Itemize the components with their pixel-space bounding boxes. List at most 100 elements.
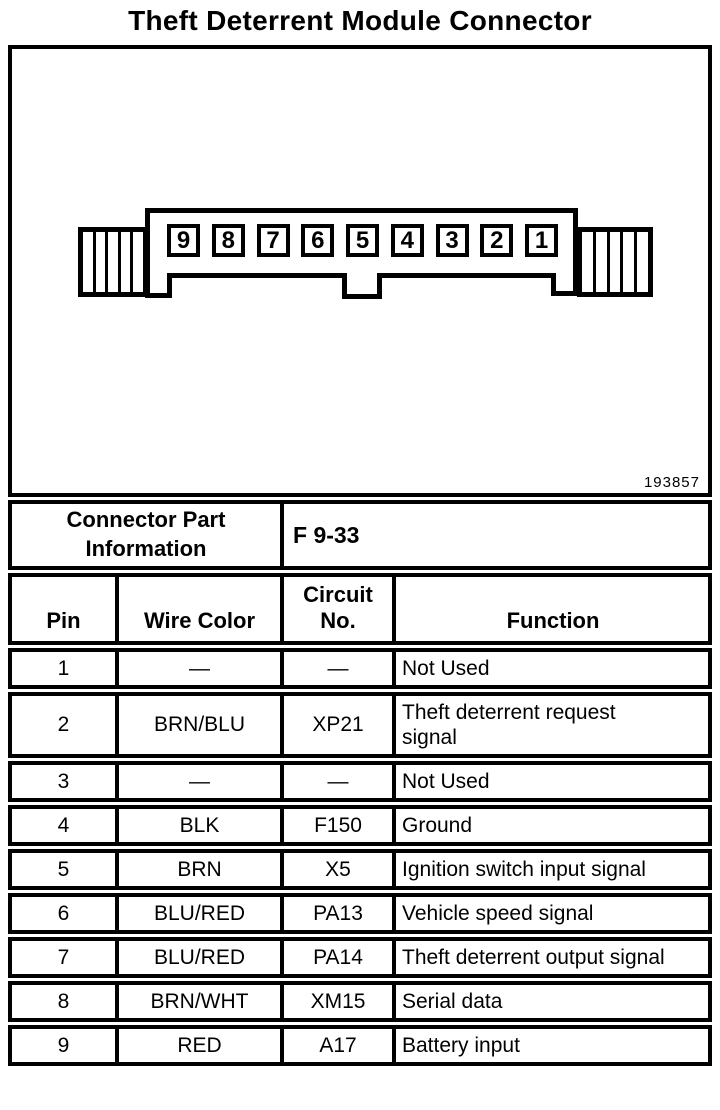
wire-color-cell: BLU/RED <box>119 897 284 930</box>
pin-cell-value: 9 <box>57 1033 70 1057</box>
wire-color-cell-value: BRN/WHT <box>150 989 249 1013</box>
pin-number: 4 <box>400 226 414 254</box>
wire-color-cell-value: — <box>189 656 210 680</box>
wire-color-cell-value: BLU/RED <box>153 901 246 925</box>
function-cell: Serial data <box>396 985 708 1018</box>
rib-segment <box>96 232 109 292</box>
pin-number: 2 <box>490 226 504 254</box>
wire-color-cell: BLU/RED <box>119 941 284 974</box>
pin-box: 4 <box>390 224 424 257</box>
rib-segment <box>623 232 638 292</box>
wire-color-cell: BLK <box>119 809 284 842</box>
wire-color-cell-value: BLU/RED <box>153 945 246 969</box>
pin-box: 9 <box>167 224 200 257</box>
pin-cell: 7 <box>12 941 119 974</box>
pin-box: 8 <box>211 224 245 257</box>
pinout-table: Connector Part Information F 9-33 Pin Wi… <box>0 497 720 1066</box>
pin-cell: 5 <box>12 853 119 886</box>
pin-cell-value: 7 <box>57 945 70 969</box>
header-wire-color: Wire Color <box>143 607 256 633</box>
circuit-no-cell: A17 <box>284 1029 396 1062</box>
function-cell-value: Theft deterrent output signal <box>402 946 665 969</box>
wire-color-cell-value: — <box>189 769 210 793</box>
rib-segment <box>637 232 648 292</box>
pin-cell: 6 <box>12 897 119 930</box>
function-cell: Battery input <box>396 1029 708 1062</box>
function-cell-value: Theft deterrent request signal <box>402 701 616 749</box>
circuit-no-cell: PA14 <box>284 941 396 974</box>
function-cell-value: Not Used <box>402 657 490 680</box>
function-cell: Not Used <box>396 652 708 685</box>
table-header-row: Pin Wire Color Circuit No. Function <box>8 573 712 645</box>
header-pin: Pin <box>46 607 81 633</box>
pin-number: 8 <box>221 226 235 254</box>
function-cell: Ignition switch input signal <box>396 853 708 886</box>
wire-color-cell: BRN/WHT <box>119 985 284 1018</box>
table-row: 6 BLU/RED PA13 Vehicle speed signal <box>8 893 712 934</box>
rib-segment <box>596 232 610 292</box>
function-cell-value: Battery input <box>402 1034 520 1057</box>
circuit-no-cell: PA13 <box>284 897 396 930</box>
circuit-no-cell: — <box>284 652 396 685</box>
rib-segment <box>121 232 134 292</box>
pin-cell: 1 <box>12 652 119 685</box>
rib-segment <box>108 232 121 292</box>
circuit-no-cell-value: X5 <box>325 857 351 881</box>
rib-segment <box>133 232 143 292</box>
function-cell: Theft deterrent request signal <box>396 696 708 754</box>
pin-cell: 4 <box>12 809 119 842</box>
function-cell-value: Vehicle speed signal <box>402 902 594 925</box>
table-row: 1 — — Not Used <box>8 648 712 689</box>
circuit-no-cell: XM15 <box>284 985 396 1018</box>
rib-segment <box>582 232 596 292</box>
connector-foot-left <box>145 273 172 298</box>
pin-number: 6 <box>311 226 325 254</box>
pin-number: 5 <box>355 226 370 254</box>
pin-cell-value: 3 <box>57 769 70 793</box>
table-row: 7 BLU/RED PA14 Theft deterrent output signa… <box>8 937 712 978</box>
header-circuit-no: Circuit No. <box>303 582 373 633</box>
function-cell: Theft deterrent output signal <box>396 941 708 974</box>
pin-cell: 8 <box>12 985 119 1018</box>
connector-info-label-cell: Connector Part Information <box>12 504 284 566</box>
header-circuit-no-cell: Circuit No. <box>284 577 396 641</box>
connector-info-label: Connector Part Information <box>66 507 226 561</box>
circuit-no-cell-value: PA14 <box>313 945 363 969</box>
header-function-cell: Function <box>396 577 708 641</box>
function-cell-value: Ignition switch input signal <box>402 858 646 881</box>
table-row: 3——Not Used <box>8 761 712 802</box>
function-cell-value: Ground <box>402 814 473 837</box>
circuit-no-cell-value: PA13 <box>313 901 363 925</box>
pin-cell-value: 6 <box>57 901 70 925</box>
circuit-no-cell: — <box>284 765 396 798</box>
pin-cell-value: 8 <box>57 989 70 1013</box>
wire-color-cell: — <box>119 652 284 685</box>
connector-right-rib-tab <box>577 227 653 297</box>
header-wire-color-cell: Wire Color <box>119 577 284 641</box>
circuit-no-cell: X5 <box>284 853 396 886</box>
page-title: Theft Deterrent Module Connector <box>128 5 592 36</box>
function-cell: Vehicle speed signal <box>396 897 708 930</box>
pin-box: 6 <box>301 224 335 257</box>
wire-color-cell: BRN/BLU <box>119 696 284 754</box>
circuit-no-cell-value: — <box>327 656 349 680</box>
pin-box: 3 <box>435 224 469 257</box>
header-function: Function <box>506 608 600 633</box>
wire-color-cell-value: BRN/BLU <box>153 713 246 736</box>
pin-cell: 3 <box>12 765 119 798</box>
circuit-no-cell: XP21 <box>284 696 396 754</box>
connector-info-value: F 9-33 <box>293 521 360 548</box>
circuit-no-cell-value: F150 <box>314 813 362 837</box>
wire-color-cell: RED <box>119 1029 284 1062</box>
connector-info-value-cell: F 9-33 <box>284 504 708 566</box>
pin-cell-value: 2 <box>57 713 70 736</box>
wire-color-cell: — <box>119 765 284 798</box>
connector-left-rib-tab <box>78 227 148 297</box>
